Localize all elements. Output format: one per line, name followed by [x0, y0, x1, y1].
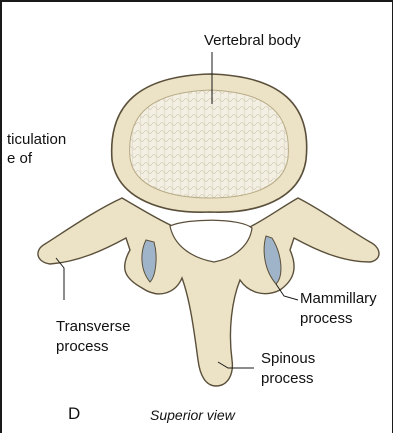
label-articulation-partial: ticulation [7, 131, 66, 149]
label-spinous-line2: process [261, 370, 314, 388]
vertebral-body-cancellous [130, 90, 289, 198]
panel-letter: D [68, 405, 80, 423]
view-caption: Superior view [150, 406, 235, 424]
label-mammillary-line2: process [300, 310, 353, 328]
label-vertebral-body: Vertebral body [204, 32, 301, 50]
label-mammillary-line1: Mammillary [300, 290, 377, 308]
label-facet-partial: e of [7, 150, 32, 168]
label-spinous-line1: Spinous [261, 350, 315, 368]
label-transverse-line2: process [56, 338, 109, 356]
label-transverse-line1: Transverse [56, 318, 130, 336]
